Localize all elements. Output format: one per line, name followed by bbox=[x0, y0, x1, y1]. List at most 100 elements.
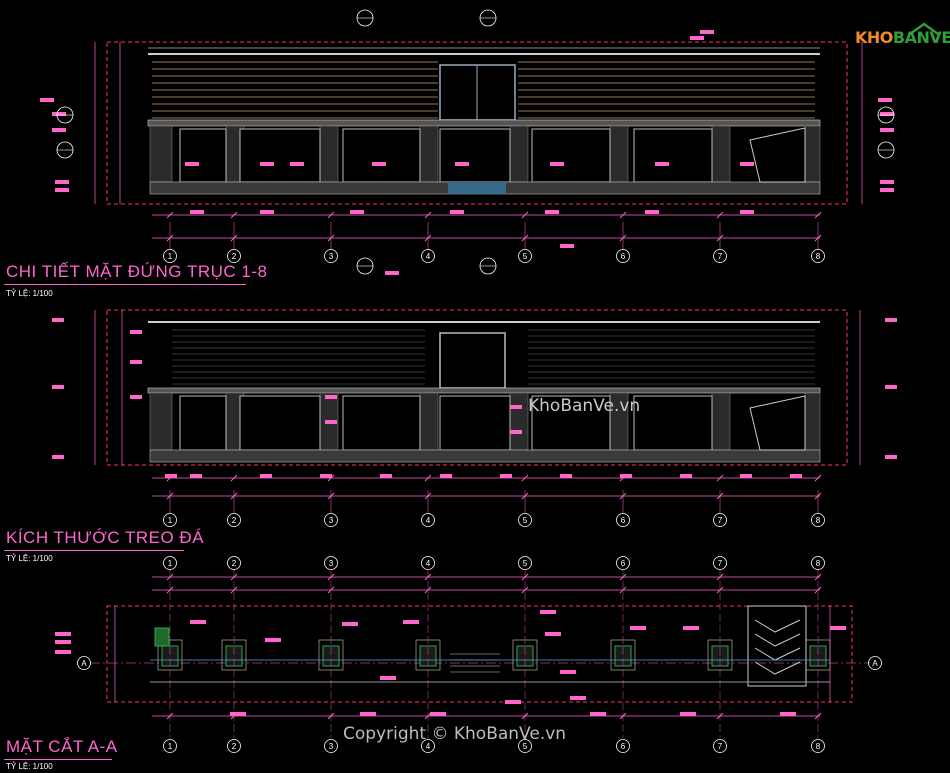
grid-label: 1 bbox=[168, 252, 173, 261]
title-elevation: CHI TIẾT MẶT ĐỨNG TRỤC 1-8 bbox=[6, 262, 268, 281]
annotation-tag bbox=[55, 188, 69, 192]
grid-bubble bbox=[163, 249, 177, 263]
grid-label: 6 bbox=[621, 559, 626, 568]
annotation-tag bbox=[885, 385, 897, 389]
annotation-tag bbox=[570, 696, 586, 700]
annotation-tag bbox=[545, 632, 561, 636]
annotation-tag bbox=[380, 676, 396, 680]
annotation-tag bbox=[52, 128, 66, 132]
grid-label: 7 bbox=[718, 559, 723, 568]
annotation-tag bbox=[165, 474, 177, 478]
annotation-tag bbox=[52, 112, 66, 116]
annotation-tag bbox=[325, 395, 337, 399]
grid-label: 7 bbox=[718, 516, 723, 525]
annotation-tag bbox=[560, 474, 572, 478]
grid-bubble bbox=[421, 513, 435, 527]
annotation-tag bbox=[630, 626, 646, 630]
watermark-center: KhoBanVe.vn bbox=[528, 396, 641, 416]
annotation-tag bbox=[185, 162, 199, 166]
glazing-panel bbox=[342, 395, 421, 451]
annotation-tag bbox=[740, 474, 752, 478]
stone-column bbox=[419, 125, 439, 183]
glazing-panel bbox=[239, 395, 321, 451]
grid-bubble bbox=[616, 513, 630, 527]
annotation-tag bbox=[350, 210, 364, 214]
grid-label: 4 bbox=[426, 516, 431, 525]
grid-label: 8 bbox=[816, 516, 821, 525]
annotation-tag bbox=[550, 162, 564, 166]
annotation-tag bbox=[680, 474, 692, 478]
scale-section: TỶ LỆ: 1/100 bbox=[6, 762, 53, 771]
grid-label: 7 bbox=[718, 252, 723, 261]
grid-label: 2 bbox=[232, 252, 237, 261]
grid-bubble bbox=[713, 513, 727, 527]
annotation-tag bbox=[372, 162, 386, 166]
glazing-panel bbox=[342, 128, 421, 183]
stone-column bbox=[804, 125, 821, 183]
grid-label: 8 bbox=[816, 252, 821, 261]
grid-bubble bbox=[518, 513, 532, 527]
grid-bubble bbox=[227, 513, 241, 527]
annotation-tag bbox=[52, 455, 64, 459]
section-mark-label: A bbox=[81, 659, 87, 668]
grid-bubble bbox=[324, 556, 338, 570]
glazing-panel bbox=[633, 395, 713, 451]
section-mark bbox=[868, 656, 882, 670]
grid-bubble bbox=[616, 556, 630, 570]
annotation-tag bbox=[440, 474, 452, 478]
glazing-panel bbox=[531, 128, 611, 183]
annotation-tag bbox=[290, 162, 304, 166]
grid-bubble bbox=[518, 739, 532, 753]
grid-label: 7 bbox=[718, 742, 723, 751]
grid-label: 8 bbox=[816, 559, 821, 568]
section-mark bbox=[77, 656, 91, 670]
logo-text: KHOBANVE bbox=[855, 28, 950, 47]
grid-label: 6 bbox=[621, 252, 626, 261]
annotation-tag bbox=[430, 712, 446, 716]
scale-elevation: TỶ LỆ: 1/100 bbox=[6, 289, 53, 298]
stone-column bbox=[711, 125, 731, 183]
annotation-tag bbox=[320, 474, 332, 478]
title-underline bbox=[4, 284, 246, 285]
annotation-tag bbox=[510, 430, 522, 434]
annotation-tag bbox=[740, 210, 754, 214]
annotation-tag bbox=[690, 36, 704, 40]
annotation-tag bbox=[55, 640, 71, 644]
grid-bubble bbox=[518, 249, 532, 263]
annotation-tag bbox=[885, 455, 897, 459]
grid-label: 3 bbox=[329, 742, 334, 751]
grid-label: 3 bbox=[329, 559, 334, 568]
glazing-panel bbox=[179, 395, 227, 451]
grid-label: 4 bbox=[426, 559, 431, 568]
grid-label: 1 bbox=[168, 559, 173, 568]
grid-label: 2 bbox=[232, 559, 237, 568]
annotation-tag bbox=[885, 318, 897, 322]
grid-label: 1 bbox=[168, 516, 173, 525]
grid-label: 5 bbox=[523, 559, 528, 568]
annotation-tag bbox=[190, 210, 204, 214]
grid-bubble bbox=[811, 739, 825, 753]
grid-bubble bbox=[324, 513, 338, 527]
annotation-tag bbox=[40, 98, 54, 102]
annotation-tag bbox=[560, 244, 574, 248]
grid-label: 3 bbox=[329, 516, 334, 525]
annotation-tag bbox=[645, 210, 659, 214]
annotation-tag bbox=[560, 670, 576, 674]
title-underline bbox=[4, 759, 112, 760]
section-mark-label: A bbox=[872, 659, 878, 668]
annotation-tag bbox=[510, 405, 522, 409]
glazing-panel bbox=[633, 128, 713, 183]
annotation-tag bbox=[130, 360, 142, 364]
annotation-tag bbox=[52, 385, 64, 389]
grid-bubble bbox=[163, 556, 177, 570]
grid-bubble bbox=[518, 556, 532, 570]
grid-bubble bbox=[163, 513, 177, 527]
glazing-panel bbox=[439, 128, 511, 183]
grid-bubble bbox=[811, 249, 825, 263]
grid-bubble bbox=[227, 556, 241, 570]
grid-bubble bbox=[713, 556, 727, 570]
watermark-copyright: Copyright © KhoBanVe.vn bbox=[343, 724, 567, 744]
grid-bubble bbox=[324, 249, 338, 263]
stone-column bbox=[419, 392, 439, 451]
